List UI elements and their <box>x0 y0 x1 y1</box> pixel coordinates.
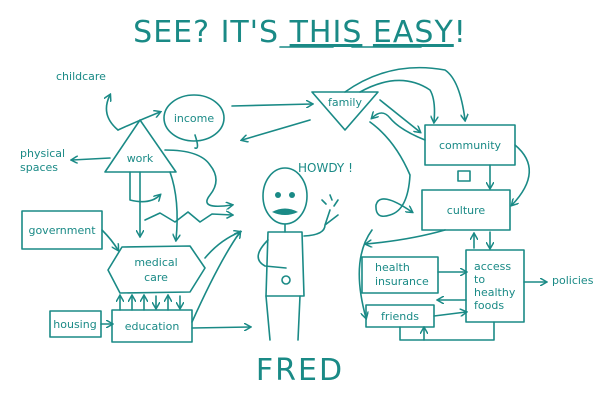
fred-badge <box>281 275 291 285</box>
character-name: FRED <box>256 353 344 388</box>
node-childcare: childcare <box>56 70 106 83</box>
node-medical-line2: care <box>144 271 168 284</box>
node-policies-label: policies <box>552 274 594 287</box>
node-government-label: government <box>28 224 96 237</box>
node-housing-label: housing <box>53 318 96 331</box>
fred-head <box>262 167 308 225</box>
node-work-label: work <box>127 152 154 165</box>
fred-eye-left <box>275 192 281 198</box>
left-arrows <box>72 95 250 328</box>
node-income-label: income <box>174 112 215 125</box>
node-access-line2: to <box>474 273 485 286</box>
node-access-line1: access <box>474 260 511 273</box>
node-culture-label: culture <box>447 204 486 217</box>
page-title: SEE? IT'S THIS EASY! <box>133 15 467 50</box>
node-education-label: education <box>125 320 180 333</box>
node-medical-care <box>107 245 206 294</box>
node-community-label: community <box>439 139 502 152</box>
node-health-insurance-box <box>361 256 439 294</box>
middle-arrows <box>231 104 312 140</box>
node-family-label: family <box>328 96 362 109</box>
node-physical-line2: spaces <box>20 161 58 174</box>
node-culture-box <box>421 189 511 231</box>
fred-character <box>257 167 339 341</box>
node-access-box <box>465 249 525 323</box>
node-health-line1: health <box>375 261 410 274</box>
node-access-line3: healthy <box>474 286 516 299</box>
node-income-circle <box>163 94 225 142</box>
node-access-line4: foods <box>474 299 504 312</box>
fred-mustache <box>272 208 298 215</box>
fred-arm-waving <box>303 209 339 237</box>
node-medical-line1: medical <box>134 256 177 269</box>
fred-arm-left <box>257 239 287 269</box>
node-physical-line1: physical <box>20 147 65 160</box>
right-arrows <box>344 66 546 341</box>
fred-body <box>265 231 305 297</box>
fred-eye-right <box>289 192 295 198</box>
speech-bubble-text: HOWDY ! <box>298 161 353 175</box>
node-friends-label: friends <box>381 310 419 323</box>
node-health-line2: insurance <box>375 275 429 288</box>
